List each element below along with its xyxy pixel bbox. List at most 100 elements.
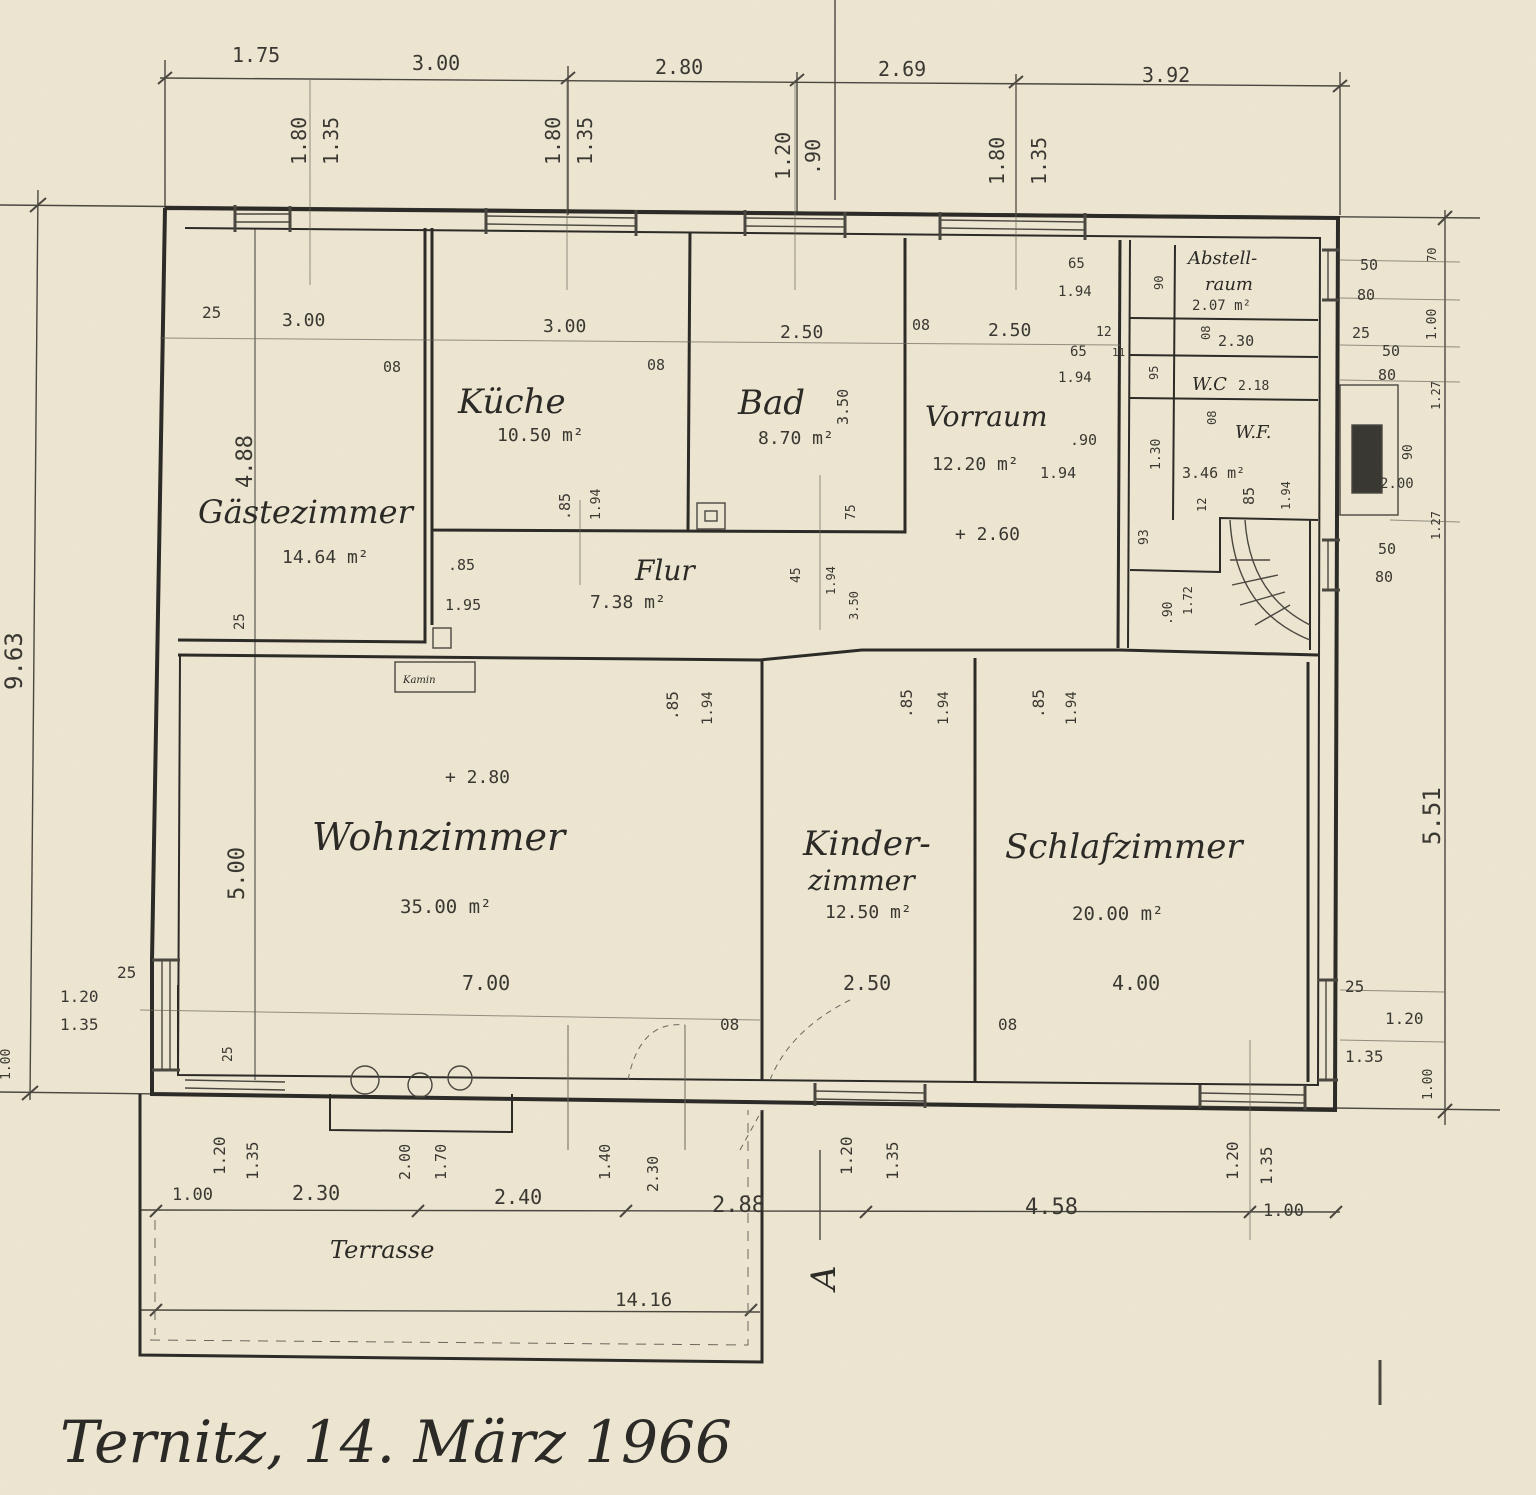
dim-right-height: 5.51 <box>1418 787 1446 845</box>
dim-st-230: 2.30 <box>1218 332 1254 350</box>
dim-bad-d: 75 <box>844 504 859 520</box>
room-wc-value: 2.18 <box>1238 379 1269 394</box>
room-kinderzimmer-name-2: zimmer <box>807 864 916 897</box>
bottom-dim-6: 1.00 <box>1263 1201 1304 1221</box>
dim-st-08: 08 <box>1199 326 1213 340</box>
dim-l-25: 25 <box>117 963 136 982</box>
dim-wf-130: 1.30 <box>1149 439 1164 470</box>
bottom-dim-4: 2.88 <box>712 1193 765 1218</box>
room-bad-area: 8.70 m² <box>758 428 834 449</box>
room-flur-name: Flur <box>634 554 696 587</box>
bottom-window-3a: 1.40 <box>596 1144 614 1180</box>
dim-inner-width-4: 2.50 <box>988 320 1031 341</box>
dim-r-80b: 80 <box>1378 366 1396 384</box>
kamin-label: Kamin <box>402 675 436 686</box>
bottom-window-2b: 1.70 <box>432 1144 450 1180</box>
room-wohnzimmer-name: Wohnzimmer <box>312 815 568 859</box>
room-kueche-name: Küche <box>457 382 566 422</box>
dim-door-3a: .85 <box>1029 689 1048 718</box>
dim-door-1b: 1.94 <box>700 691 716 725</box>
room-kinderzimmer-name-1: Kinder- <box>802 824 931 864</box>
bottom-dim-5: 4.58 <box>1025 1195 1078 1220</box>
top-window-dim-2b: 1.35 <box>573 117 597 165</box>
dim-st-65b: 65 <box>1070 344 1087 360</box>
dim-r-100: 1.00 <box>1421 1069 1436 1100</box>
dim-door-2a: .85 <box>897 689 916 718</box>
dim-r-80c: 80 <box>1375 568 1393 586</box>
room-vorraum-area: 12.20 m² <box>932 454 1019 475</box>
dim-r-50: 50 <box>1360 256 1378 274</box>
top-dim-2: 3.00 <box>412 51 460 75</box>
dim-flur-d2: 1.95 <box>445 596 481 614</box>
lower-dimension-labels: 5.00 7.00 2.50 4.00 08 08 5.51 9.63 25 1… <box>0 632 1446 1100</box>
dim-inner-width-2: 3.00 <box>543 316 586 337</box>
dim-r-80: 80 <box>1357 286 1375 304</box>
top-window-dim-2a: 1.80 <box>541 117 565 165</box>
top-dim-1: 1.75 <box>232 43 280 67</box>
room-wf-name: W.F. <box>1235 422 1271 443</box>
dim-st-12a: 12 <box>1096 325 1112 340</box>
dim-kz-width: 2.50 <box>843 971 891 995</box>
bottom-dim-2: 2.30 <box>292 1181 340 1205</box>
room-wohnzimmer-area: 35.00 m² <box>400 896 492 918</box>
dim-st-90top: 90 <box>1152 276 1166 290</box>
dim-v-wall: 08 <box>912 316 930 334</box>
terrasse-label: Terrasse <box>330 1236 434 1264</box>
dim-r-100: 1.00 <box>1425 309 1440 340</box>
room-wc-name: W.C <box>1192 374 1227 395</box>
dim-r-50b: 50 <box>1382 342 1400 360</box>
top-window-dim-4b: 1.35 <box>1027 137 1051 185</box>
dim-st-194b: 1.94 <box>1058 370 1092 386</box>
dim-st-65a: 65 <box>1068 256 1085 272</box>
top-dim-3: 2.80 <box>655 55 703 79</box>
dim-k-h2: 1.94 <box>589 489 604 520</box>
dim-bad-h3: 1.94 <box>824 566 838 595</box>
dim-l-100: 1.00 <box>0 1049 14 1080</box>
grid-lines <box>139 80 1461 1240</box>
dim-st-11: 11 <box>1112 346 1125 359</box>
dim-g-wall: 25 <box>202 303 221 322</box>
top-window-dim-4a: 1.80 <box>985 137 1009 185</box>
dim-wf-85: 85 <box>1240 487 1258 505</box>
dim-l-120: 1.20 <box>60 987 99 1006</box>
top-window-dim-3a: 1.20 <box>771 132 795 180</box>
dim-k-wall: 08 <box>383 358 401 376</box>
dim-l-135: 1.35 <box>60 1015 99 1034</box>
bottom-window-4a: 1.20 <box>837 1136 856 1175</box>
dim-st-194a: 1.94 <box>1058 284 1092 300</box>
door-swings <box>567 999 851 1151</box>
bottom-dim-1: 1.00 <box>172 1185 213 1205</box>
dim-door-3b: 1.94 <box>1064 691 1080 725</box>
dim-wz-width: 7.00 <box>462 971 510 995</box>
bottom-window-5b: 1.35 <box>1257 1146 1276 1185</box>
terrace-width: 14.16 <box>615 1289 672 1311</box>
dim-door-2b: 1.94 <box>936 691 952 725</box>
section-mark-a: A <box>804 1265 844 1293</box>
dim-wf-93: 93 <box>1137 529 1152 545</box>
room-bad-name: Bad <box>737 383 805 423</box>
level-wohnzimmer: + 2.80 <box>445 767 510 788</box>
dim-wf-90: .90 <box>1161 602 1176 625</box>
top-dimension-labels: 1.75 3.00 2.80 2.69 3.92 1.80 1.35 1.80 … <box>232 43 1190 185</box>
dim-wf-194: 1.94 <box>1279 481 1293 510</box>
walls <box>138 206 1341 1364</box>
dim-r-25: 25 <box>1352 324 1370 342</box>
dim-wf-172: 1.72 <box>1181 586 1195 615</box>
dim-inner-width-3: 2.50 <box>780 322 823 343</box>
level-vorraum: + 2.60 <box>955 524 1020 545</box>
place-date-caption: Ternitz, 14. März 1966 <box>60 1408 732 1476</box>
dim-door-1a: .85 <box>663 691 682 720</box>
dim-inner-width-1: 3.00 <box>282 310 325 331</box>
room-abstellraum-name-1: Abstell- <box>1186 248 1257 269</box>
bottom-window-1a: 1.20 <box>210 1136 229 1175</box>
bottom-window-1b: 1.35 <box>243 1141 262 1180</box>
top-dim-4: 2.69 <box>878 57 926 81</box>
top-window-dim-3b: .90 <box>801 139 825 175</box>
bottom-window-3b: 2.30 <box>644 1156 662 1192</box>
top-window-dim-1a: 1.80 <box>287 117 311 165</box>
dim-flur-d1: .85 <box>448 556 475 574</box>
dim-r-120: 1.20 <box>1385 1009 1424 1028</box>
room-kueche-area: 10.50 m² <box>497 425 584 446</box>
